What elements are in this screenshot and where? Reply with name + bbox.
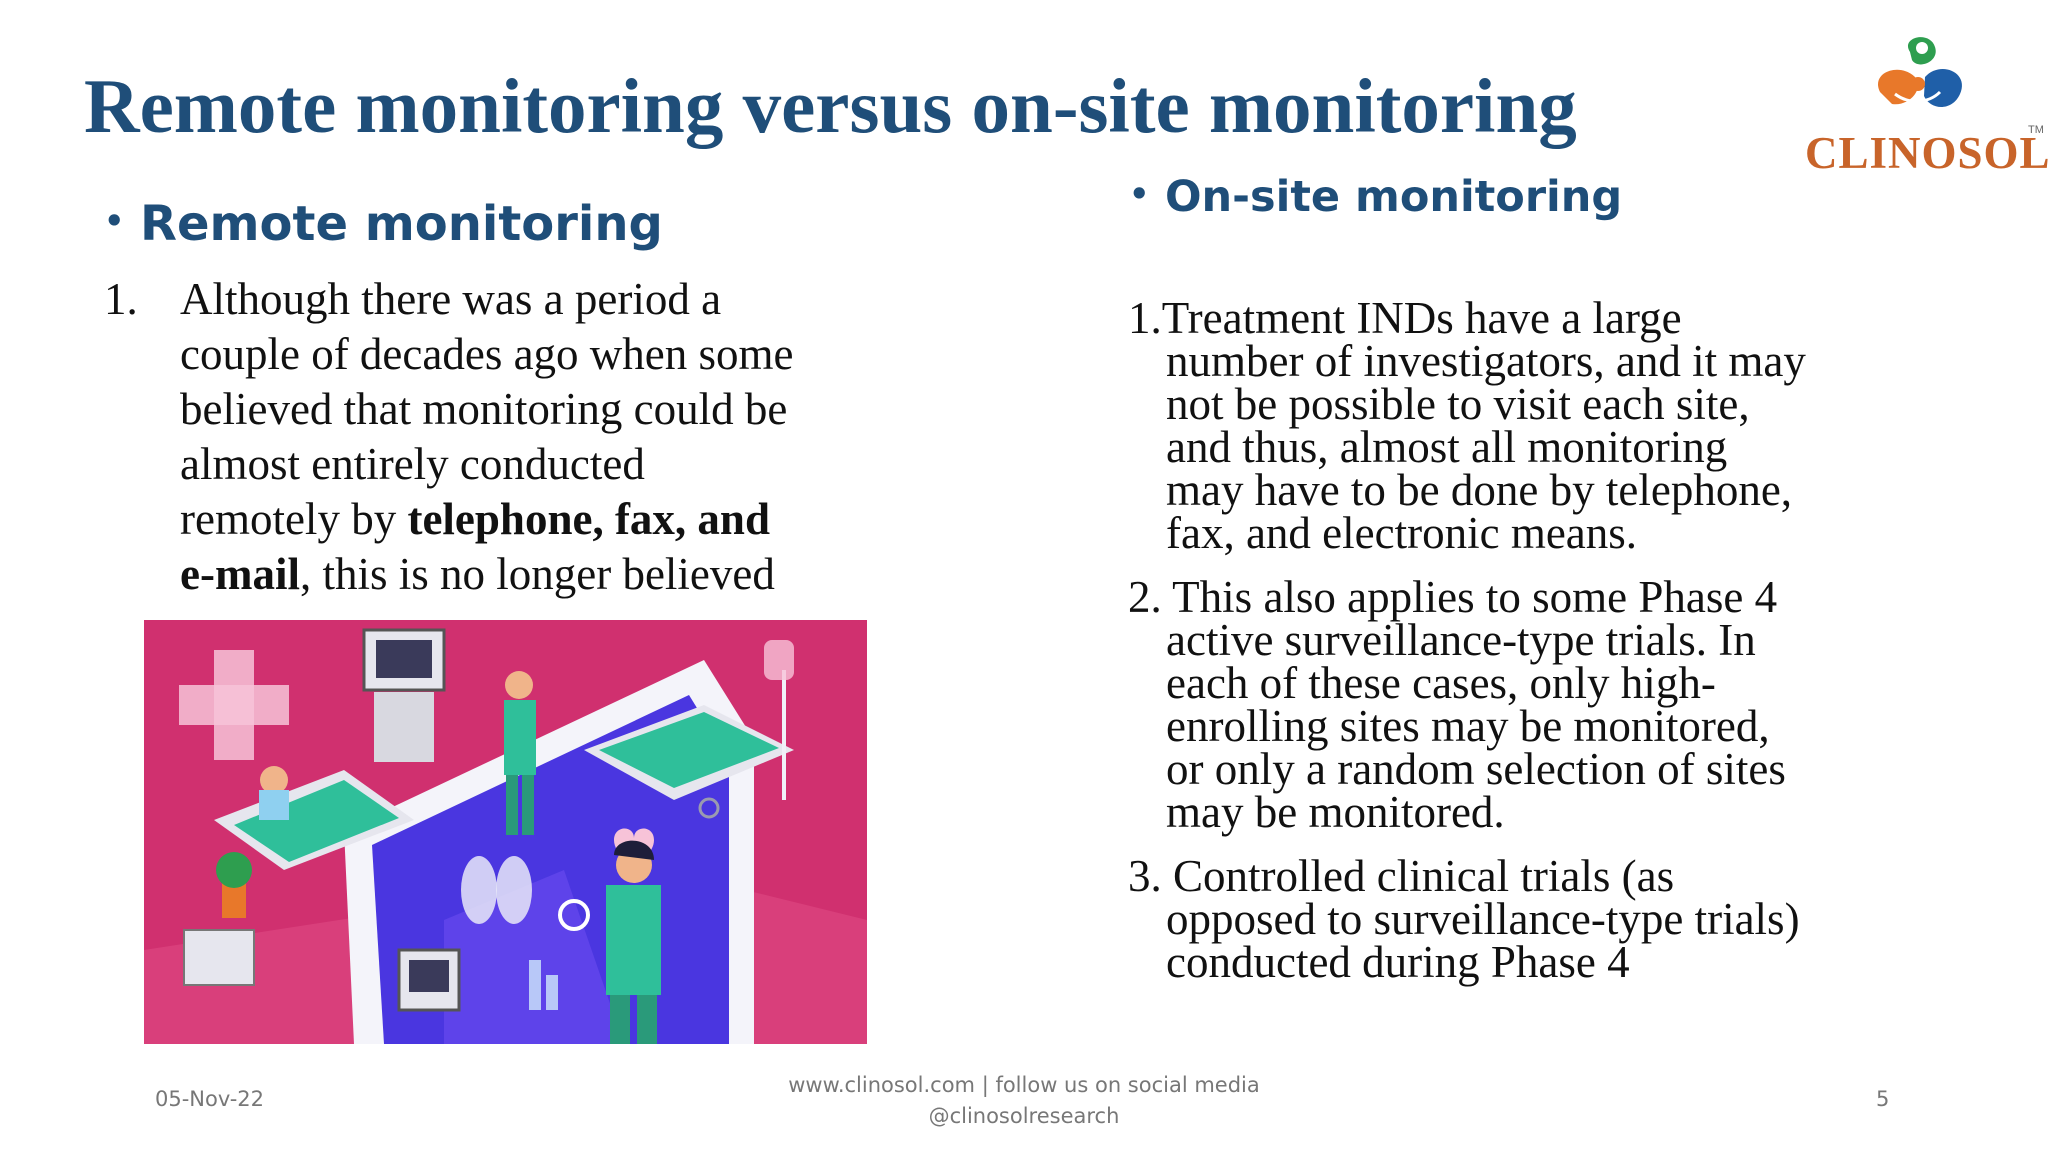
paragraph-line: believed that monitoring could be [180, 384, 788, 434]
trademark-mark: TM [2028, 124, 2044, 136]
list-item-line: and thus, almost all monitoring [1166, 422, 1728, 472]
footer-website: www.clinosol.com | follow us on social m… [724, 1070, 1324, 1132]
remote-monitoring-heading-text: Remote monitoring [140, 196, 663, 252]
footer-social-handle: @clinosolresearch [928, 1104, 1120, 1128]
list-item-lead: 2. This also applies to some Phase 4 [1128, 572, 1778, 622]
list-item: 2. This also applies to some Phase 4 act… [1128, 575, 1928, 837]
remote-monitoring-paragraph: 1. Although there was a period a couple … [104, 272, 904, 602]
list-item-lead: 1.Treatment INDs have a large [1128, 293, 1682, 343]
list-item: 1.Treatment INDs have a large number of … [1128, 296, 1928, 558]
clinosol-hands-logo-icon [1878, 37, 1962, 107]
paragraph-line: couple of decades ago when some [180, 329, 794, 379]
footer-date: 05-Nov-22 [155, 1087, 265, 1111]
telemedicine-hospital-illustration [144, 620, 867, 1044]
page-number: 5 [1876, 1087, 1890, 1111]
list-item: 3. Controlled clinical trials (as oppose… [1128, 854, 1928, 987]
list-item-line: not be possible to visit each site, [1166, 379, 1750, 429]
paragraph-line: remotely by [180, 494, 408, 544]
bold-phrase: e-mail [180, 549, 300, 599]
list-item-line: opposed to surveillance-type trials) [1166, 894, 1800, 944]
paragraph-line: , this is no longer believed [299, 549, 775, 599]
paragraph-line: Although there was a period a [180, 274, 722, 324]
list-item-line: fax, and electronic means. [1166, 508, 1638, 558]
clinosol-logo: CLINOSOL TM [1800, 32, 2048, 182]
list-item-line: active surveillance-type trials. In [1166, 615, 1756, 665]
list-item-line: number of investigators, and it may [1166, 336, 1806, 386]
slide-title: Remote monitoring versus on-site monitor… [84, 63, 1577, 149]
list-item-line: may have to be done by telephone, [1166, 465, 1793, 515]
brand-name: CLINOSOL [1805, 128, 2048, 178]
on-site-monitoring-heading: • On-site monitoring [1129, 172, 1622, 222]
bullet: • [104, 202, 125, 240]
paragraph-line: almost entirely conducted [180, 439, 645, 489]
list-item-line: conducted during Phase 4 [1166, 937, 1630, 987]
remote-monitoring-heading: • Remote monitoring [104, 196, 663, 252]
list-item-line: may be monitored. [1166, 787, 1505, 837]
item-number: 1. [104, 274, 138, 324]
bold-phrase: telephone, fax, and [407, 494, 770, 544]
list-item-line: enrolling sites may be monitored, [1166, 701, 1770, 751]
list-item-line: each of these cases, only high- [1166, 658, 1716, 708]
on-site-monitoring-heading-text: On-site monitoring [1165, 172, 1623, 222]
bullet: • [1129, 174, 1150, 213]
footer-website-line: www.clinosol.com | follow us on social m… [788, 1073, 1260, 1097]
list-item-line: or only a random selection of sites [1166, 744, 1786, 794]
list-item-lead: 3. Controlled clinical trials (as [1128, 851, 1675, 901]
